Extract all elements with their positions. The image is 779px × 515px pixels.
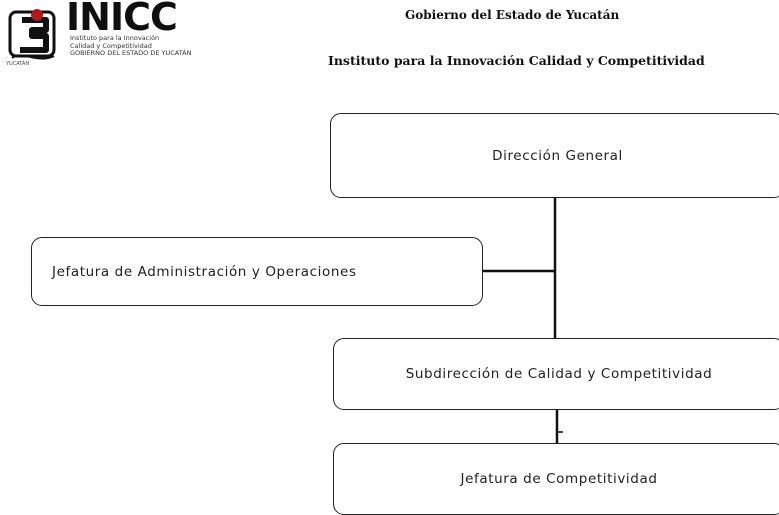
- yucatan-emblem-icon: [8, 9, 56, 60]
- logo-wordmark: INICC: [66, 0, 178, 39]
- logo-tagline-line: GOBIERNO DEL ESTADO DE YUCATÁN: [70, 49, 192, 57]
- jefatura-administracion-label: Jefatura de Administración y Operaciones: [52, 263, 357, 280]
- government-title: Gobierno del Estado de Yucatán: [405, 8, 620, 22]
- institute-title: Instituto para la Innovación Calidad y C…: [328, 53, 705, 68]
- logo-tagline-line: Instituto para la Innovación: [70, 34, 160, 42]
- inicc-logo: INICC Instituto para la Innovación Calid…: [2, 0, 242, 68]
- subdireccion-label: Subdirección de Calidad y Competitividad: [405, 366, 713, 382]
- logo-subline: YUCATÁN: [6, 61, 30, 67]
- logo-tagline: Instituto para la Innovación Calidad y C…: [70, 34, 192, 58]
- logo-tagline-line: Calidad y Competitividad: [70, 41, 152, 50]
- jefatura-competitividad-box: Jefatura de Competitividad: [333, 443, 779, 515]
- direccion-general-box: Dirección General: [330, 113, 779, 198]
- subdireccion-box: Subdirección de Calidad y Competitividad: [333, 338, 779, 410]
- direccion-general-label: Dirección General: [492, 147, 623, 164]
- jefatura-competitividad-label: Jefatura de Competitividad: [460, 471, 658, 487]
- jefatura-administracion-box: Jefatura de Administración y Operaciones: [31, 237, 483, 306]
